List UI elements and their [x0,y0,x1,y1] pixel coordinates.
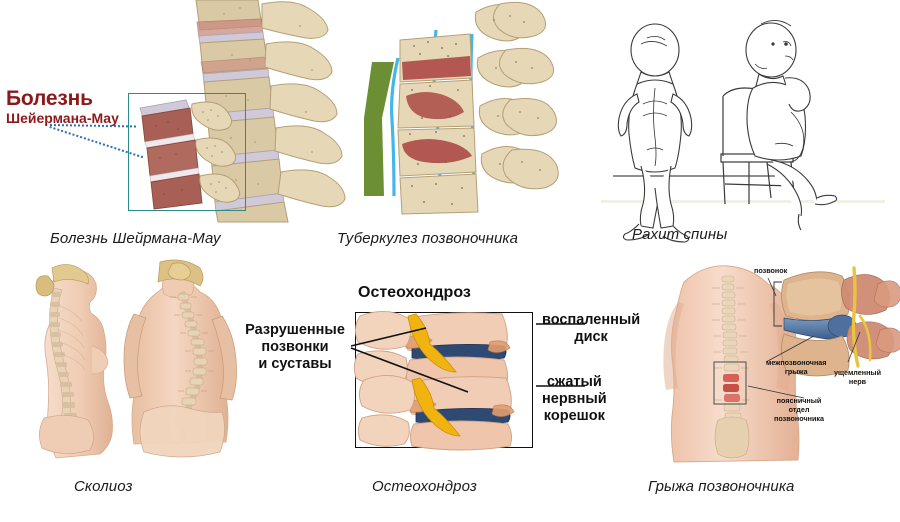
overlay-title-line-2: Шейермана-Мау [6,110,119,127]
label-hernia-line-2: грыжа [784,367,808,376]
panel-osteochondrosis: Остеохондроз [240,282,640,462]
caption-osteochondrosis: Остеохондроз [372,478,477,495]
osteochondrosis-figure [350,311,585,451]
scheuermann-figure [139,0,346,223]
lumbar-callout-box [713,361,747,405]
panel-tuberculosis [330,0,610,222]
label-lumbar-spine-region: поясничный отдел позвоночника [774,396,824,423]
label-pinched-nerve: ущемленный нерв [834,368,881,386]
scheuermann-overlay-title: Болезнь Шейермана-Мау [6,87,119,127]
label-vertebra: позвонок [754,266,787,275]
pinched-nerve [851,266,860,368]
tuberculosis-figure [364,1,559,215]
inflamed-lumbar-region [723,374,740,402]
label-hernia-line-1: межпозвоночная [766,358,827,367]
scheuermann-inset-detail [139,99,240,210]
label-nerve-line-2: нервный [542,391,607,408]
label-inflamed-disc: воспаленный диск [542,312,640,346]
osteochondrosis-figure-title: Остеохондроз [358,284,471,301]
disc-herniation-inset [773,266,900,377]
label-destroyed-vertebrae: Разрушенные позвонки и суставы [239,322,351,373]
child-standing-back-view [617,23,693,243]
motion-segment-lower [357,375,515,451]
label-inflamed-line-1: воспаленный [542,312,641,328]
scoliosis-figure [35,259,237,459]
spinal-column-highlight [712,275,750,459]
caption-tuberculosis: Туберкулез позвоночника [337,230,519,247]
label-compressed-nerve-root: сжатый нервный корешок [542,374,607,425]
torso-lateral-view [35,264,113,459]
label-lumbar-line-3: позвоночника [774,414,825,423]
label-lumbar-line-1: поясничный [776,396,822,405]
torso-posterior-view [123,259,237,458]
panel-scoliosis [8,259,238,462]
panel-rickets [595,8,900,243]
label-nerve-line-3: корешок [543,408,605,425]
caption-rickets: Рахит спины [632,226,728,243]
label-nerve-line-1: сжатый [546,374,602,390]
nerve-root-lower [411,377,461,437]
label-nerve-line-2: нерв [848,377,867,386]
label-destroyed-line-3: и суставы [258,356,332,373]
label-lumbar-line-2: отдел [788,405,810,414]
nerve-root-upper [407,313,457,373]
leader-lines [350,323,585,393]
hernia-leader-lines [747,277,861,399]
scheuermann-callout-box [128,93,246,211]
label-nerve-line-1: ущемленный [834,368,881,377]
paravertebral-band [364,62,394,196]
label-vertebra-line-1: позвонок [754,266,788,275]
panel-scheuermann: Болезнь Шейермана-Мау [0,0,346,223]
herniation-figure [663,265,900,463]
caption-scoliosis: Сколиоз [74,478,133,495]
label-inflamed-line-2: диск [574,329,608,346]
label-intervertebral-hernia: межпозвоночная грыжа [766,358,827,376]
rickets-figure [601,12,885,243]
caption-scheuermann: Болезнь Шейрмана-Мау [50,230,221,247]
spinal-canal-anterior [390,57,400,197]
caption-herniation: Грыжа позвоночника [648,478,795,495]
label-destroyed-line-1: Разрушенные [245,322,345,338]
overlay-title-line-1: Болезнь [6,87,93,110]
child-sitting-profile [745,20,838,231]
label-destroyed-line-2: позвонки [261,339,329,356]
panel-herniation: позвонок межпозвоночная грыжа ущемленный… [648,258,900,468]
